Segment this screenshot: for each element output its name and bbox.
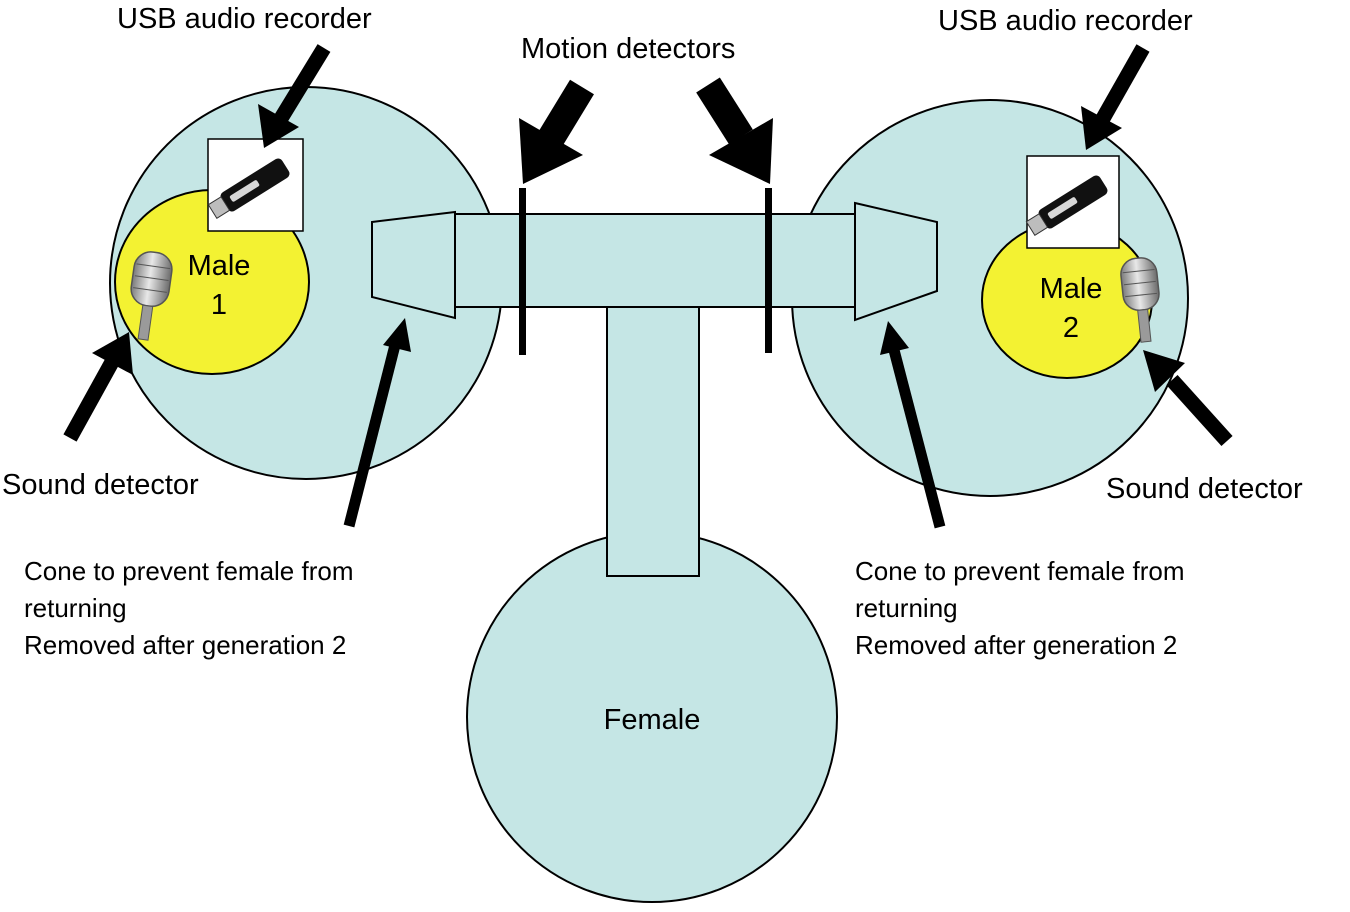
male-2-label: Male: [1040, 273, 1103, 305]
usb-recorder-label-right: USB audio recorder: [938, 5, 1193, 37]
usb-recorder-label-left: USB audio recorder: [117, 3, 372, 35]
arrow-sound-right: [1143, 350, 1233, 447]
motion-detector-right: [765, 188, 772, 353]
male-2-number: 2: [1063, 312, 1079, 344]
arrow-usb-right: [1081, 44, 1150, 150]
male-1-label: Male: [188, 250, 251, 282]
cone-label-right-line3: Removed after generation 2: [855, 630, 1177, 660]
cone-label-left-line2: returning: [24, 593, 127, 623]
vertical-corridor: [606, 295, 700, 577]
arrow-motion-left: [519, 79, 594, 184]
cone-label-right-line2: returning: [855, 593, 958, 623]
right-cone: [854, 201, 938, 322]
cone-label-left-line1: Cone to prevent female from: [24, 556, 354, 586]
cone-label-left-line3: Removed after generation 2: [24, 630, 346, 660]
left-cone: [371, 210, 456, 320]
arrow-cone-right: [880, 321, 946, 529]
female-label: Female: [604, 704, 701, 736]
sound-detector-label-left: Sound detector: [2, 469, 199, 501]
arrow-motion-right: [696, 77, 773, 184]
motion-detectors-label: Motion detectors: [521, 33, 735, 65]
motion-detector-left: [519, 188, 526, 355]
arrow-sound-left: [63, 332, 133, 442]
arrow-cone-left: [343, 318, 411, 528]
sound-detector-label-right: Sound detector: [1106, 473, 1303, 505]
arrow-usb-left: [258, 44, 331, 148]
microphone-icon: [130, 251, 173, 341]
microphone-icon: [1120, 257, 1160, 343]
usb-recorder-icon: [1025, 155, 1120, 249]
male-1-number: 1: [211, 289, 227, 321]
horizontal-corridor: [454, 213, 856, 308]
cone-label-right-line1: Cone to prevent female from: [855, 556, 1185, 586]
usb-recorder-icon: [207, 138, 304, 232]
